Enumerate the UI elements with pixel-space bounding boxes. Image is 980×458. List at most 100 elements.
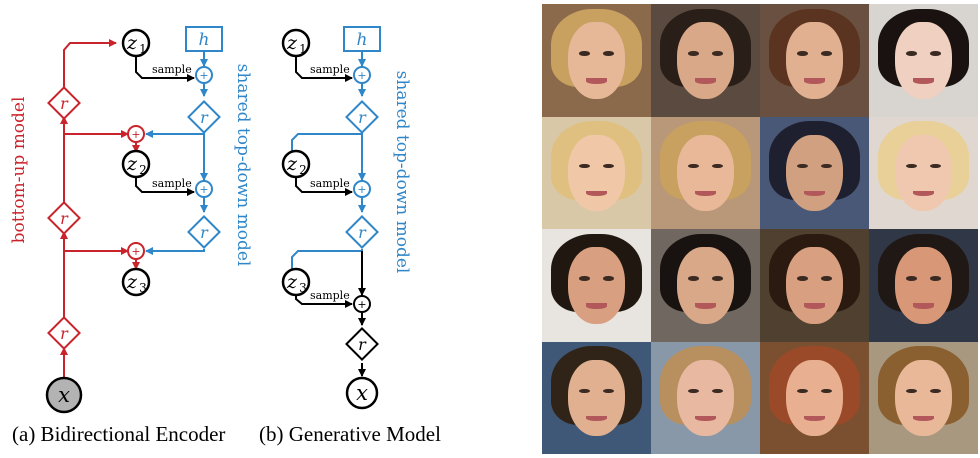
face-sample-image [542, 341, 651, 454]
face-eye [930, 51, 941, 56]
sample-label: sample [310, 177, 350, 190]
face-mouth [912, 415, 935, 422]
caption-b: (b) Generative Model [259, 422, 441, 446]
svg-text:h: h [199, 30, 210, 50]
diagram-b-generative-model: h + + r r sample sample sample [281, 26, 412, 410]
svg-text:+: + [131, 245, 140, 258]
blue-plus-node: + [353, 66, 371, 84]
z1-node: z 1 [121, 28, 151, 58]
svg-text:z: z [126, 153, 138, 175]
svg-text:+: + [357, 69, 366, 82]
face-eye [930, 276, 941, 281]
face-eye [603, 388, 614, 394]
svg-text:3: 3 [299, 281, 307, 295]
face-sample-image [651, 4, 760, 117]
face-eye [930, 388, 941, 394]
face-sample-image [651, 341, 760, 454]
sample-edges [135, 57, 195, 196]
red-plus-node: + [127, 125, 145, 143]
z3-node: z 3 [121, 267, 151, 297]
svg-text:z: z [126, 32, 138, 54]
generated-faces-grid [542, 4, 978, 454]
svg-text:3: 3 [139, 281, 147, 295]
sample-edges [295, 57, 366, 377]
x-generated-node: x [345, 376, 379, 410]
shared-top-down-label: shared top-down model [233, 64, 253, 267]
face-skin [568, 22, 625, 99]
z3-node: z 3 [281, 267, 311, 297]
face-sample-image [869, 116, 978, 229]
top-down-r-block: r [187, 100, 221, 134]
top-down-r-block: r [187, 215, 221, 249]
face-sample-image [760, 341, 869, 454]
face-skin [895, 359, 952, 436]
shared-top-down-label: shared top-down model [392, 71, 412, 274]
blue-plus-node: + [195, 66, 213, 84]
bottom-up-r-block: r [47, 201, 81, 235]
face-eye [712, 276, 723, 281]
sample-label: sample [310, 289, 350, 302]
face-eye [797, 276, 808, 281]
face-mouth [694, 190, 717, 197]
z2-node: z 2 [121, 149, 151, 179]
face-mouth [585, 415, 608, 422]
svg-text:+: + [357, 298, 366, 311]
face-sample-image [542, 229, 651, 342]
face-eye [906, 276, 917, 281]
face-eye [906, 163, 917, 169]
face-skin [568, 247, 625, 324]
z2-node: z 2 [281, 149, 311, 179]
diagram-a-bidirectional-encoder: r r r + + [9, 26, 253, 414]
svg-text:x: x [356, 381, 368, 405]
face-sample-image [869, 229, 978, 342]
face-skin [786, 22, 843, 99]
svg-text:2: 2 [299, 163, 307, 177]
face-eye [797, 163, 808, 169]
blue-plus-node: + [195, 180, 213, 198]
x-observed-node: x [45, 376, 83, 414]
h-node: h [185, 26, 223, 52]
face-mouth [585, 190, 608, 197]
face-skin [786, 247, 843, 324]
face-mouth [694, 303, 717, 309]
black-plus-node: + [353, 295, 371, 313]
face-eye [688, 51, 699, 56]
svg-text:r: r [200, 223, 209, 242]
face-sample-image [542, 116, 651, 229]
sample-label: sample [152, 177, 192, 190]
svg-text:z: z [126, 271, 138, 293]
face-skin [677, 134, 734, 211]
svg-text:x: x [58, 383, 70, 407]
svg-text:r: r [358, 108, 367, 127]
face-mouth [694, 415, 717, 422]
sample-label: sample [310, 63, 350, 76]
face-skin [786, 359, 843, 436]
face-mouth [803, 303, 826, 309]
face-mouth [803, 190, 826, 197]
svg-text:h: h [357, 30, 368, 50]
bottom-up-model-label: bottom-up model [9, 97, 29, 244]
face-eye [906, 388, 917, 394]
face-eye [712, 163, 723, 169]
face-mouth [694, 78, 717, 84]
face-eye [821, 51, 832, 56]
face-mouth [585, 78, 608, 84]
face-eye [603, 51, 614, 56]
blue-plus-node: + [353, 180, 371, 198]
face-eye [930, 163, 941, 169]
face-eye [688, 163, 699, 169]
z1-node: z 1 [281, 28, 311, 58]
face-mouth [912, 78, 935, 84]
svg-text:r: r [358, 223, 367, 242]
bottom-up-r-block: r [47, 86, 81, 120]
face-eye [712, 51, 723, 56]
face-sample-image [651, 116, 760, 229]
face-mouth [912, 303, 935, 309]
svg-text:+: + [199, 69, 208, 82]
face-skin [895, 22, 952, 99]
svg-text:z: z [286, 153, 298, 175]
bottom-up-r-block: r [47, 316, 81, 350]
decoder-r-block: r [345, 327, 379, 361]
caption-a: (a) Bidirectional Encoder [12, 422, 226, 446]
